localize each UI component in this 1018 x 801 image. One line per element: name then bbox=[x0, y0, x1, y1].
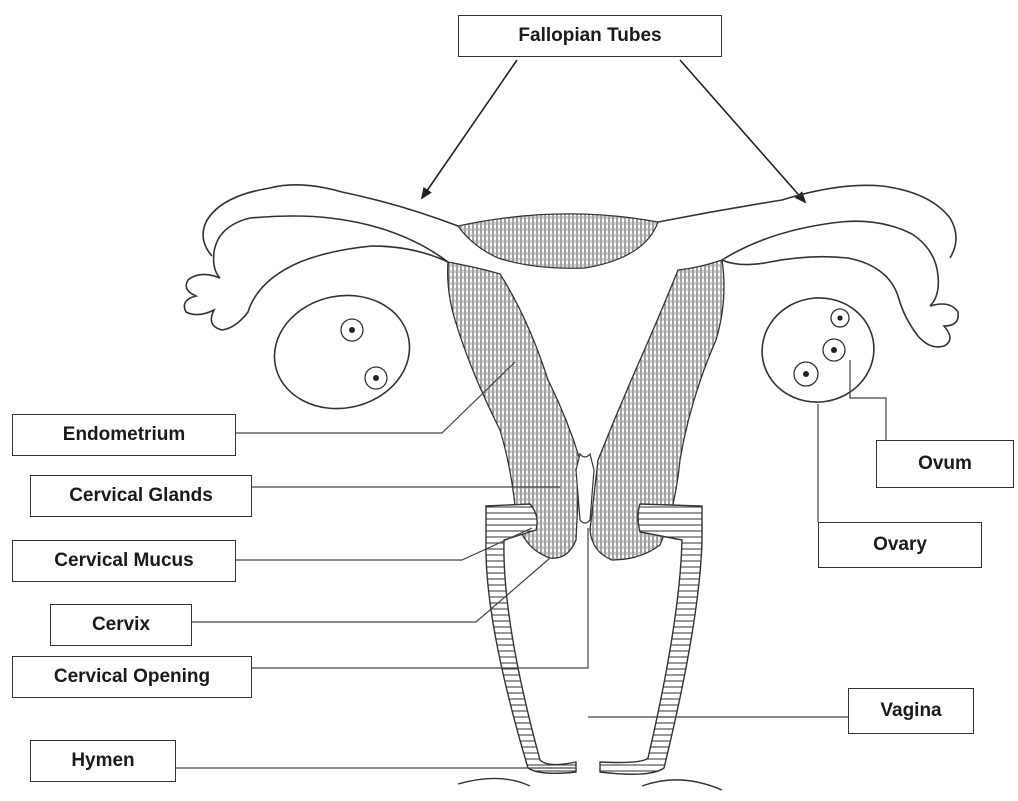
vulva-right bbox=[642, 780, 722, 790]
label-cervical-opening: Cervical Opening bbox=[12, 656, 252, 698]
label-endometrium: Endometrium bbox=[12, 414, 236, 456]
label-hymen: Hymen bbox=[30, 740, 176, 782]
fallopian-tube-right-top bbox=[658, 185, 956, 258]
arrow-left-fallopian bbox=[422, 60, 517, 198]
ovary-left bbox=[264, 283, 420, 421]
label-vagina: Vagina bbox=[848, 688, 974, 734]
label-cervix: Cervix bbox=[50, 604, 192, 646]
vulva-left bbox=[458, 778, 530, 786]
label-cervical-glands: Cervical Glands bbox=[30, 475, 252, 517]
label-fallopian-tubes: Fallopian Tubes bbox=[458, 15, 722, 57]
follicle-right-1 bbox=[831, 309, 849, 327]
ovary-right bbox=[755, 291, 880, 410]
uterus-fundus bbox=[458, 214, 658, 268]
label-ovary: Ovary bbox=[818, 522, 982, 568]
follicle-left-2 bbox=[365, 367, 387, 389]
follicle-right-2 bbox=[823, 339, 845, 361]
follicle-left-1 bbox=[341, 319, 363, 341]
arrow-right-fallopian bbox=[680, 60, 805, 202]
label-cervical-mucus: Cervical Mucus bbox=[12, 540, 236, 582]
label-ovum: Ovum bbox=[876, 440, 1014, 488]
cervical-canal bbox=[576, 454, 594, 523]
follicle-right-3 bbox=[794, 362, 818, 386]
